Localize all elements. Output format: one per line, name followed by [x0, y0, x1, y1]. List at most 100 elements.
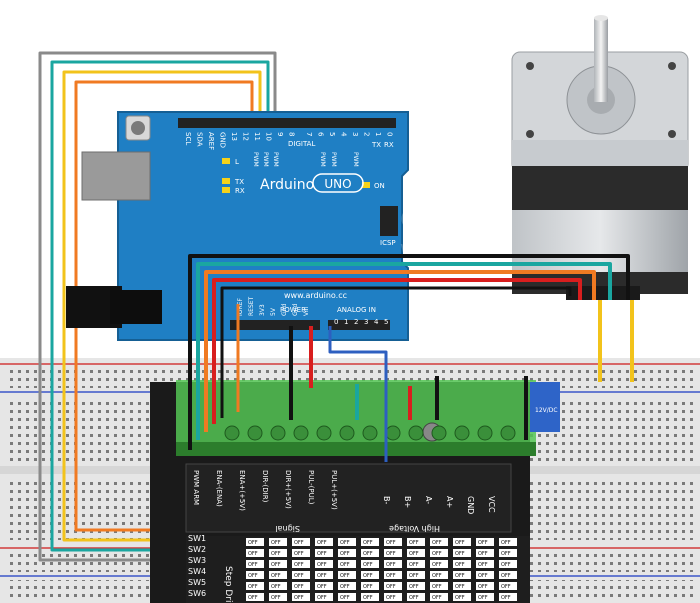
dip-state: OFF — [432, 562, 442, 568]
dip-state: OFF — [409, 595, 419, 601]
terminal-screw — [270, 425, 286, 441]
hv-terminal-label: B- — [382, 496, 391, 504]
dip-state: OFF — [317, 573, 327, 579]
dip-cell — [315, 582, 333, 590]
dip-cell — [246, 538, 264, 546]
dip-cell — [338, 549, 356, 557]
digital-pin-label: 2 — [363, 132, 371, 136]
motor-connector — [566, 286, 640, 300]
dip-state: OFF — [340, 540, 350, 546]
dip-cell — [338, 571, 356, 579]
dip-cell — [476, 560, 494, 568]
arduino-brand: Arduino — [260, 177, 314, 193]
led-l-label: L — [235, 158, 239, 166]
dip-state: OFF — [248, 595, 258, 601]
analog-pin-label: 3 — [364, 318, 368, 326]
dip-state: OFF — [455, 584, 465, 590]
hv-terminal-label: A+ — [445, 496, 454, 508]
switch-label: SW3 — [188, 556, 206, 565]
dip-cell — [292, 571, 310, 579]
dip-state: OFF — [294, 551, 304, 557]
dip-cell — [384, 549, 402, 557]
dip-state: OFF — [363, 595, 373, 601]
dip-cell — [315, 560, 333, 568]
terminal-screw — [408, 425, 424, 441]
hv-terminal-label: VCC — [487, 496, 496, 513]
dip-cell — [361, 549, 379, 557]
power-pin-label: 5V — [270, 307, 277, 316]
dip-state: OFF — [478, 584, 488, 590]
dip-cell — [499, 571, 517, 579]
signal-terminal-label: DIR-(DIR) — [261, 470, 269, 503]
dip-cell — [430, 560, 448, 568]
terminal-screw — [224, 425, 240, 441]
dip-state: OFF — [248, 584, 258, 590]
dip-cell — [430, 593, 448, 601]
dip-state: OFF — [501, 562, 511, 568]
dip-cell — [246, 571, 264, 579]
switch-label: SW6 — [188, 589, 206, 598]
icsp-label: ICSP — [380, 239, 396, 247]
digital-pin-label: SCL — [184, 132, 192, 145]
wires-signal-left — [38, 51, 277, 562]
dip-state: OFF — [432, 551, 442, 557]
dip-cell — [315, 538, 333, 546]
power-pin-label: Gnd — [292, 304, 299, 316]
digital-pin-label: 3 — [351, 132, 359, 136]
switch-label: SW5 — [188, 578, 206, 587]
analog-pin-label: 2 — [354, 318, 358, 326]
analog-pin-label: 1 — [344, 318, 348, 326]
terminal-screw — [247, 425, 263, 441]
dip-state: OFF — [271, 595, 281, 601]
dip-cell — [499, 538, 517, 546]
dip-state: OFF — [432, 573, 442, 579]
led-on — [362, 182, 370, 188]
dip-cell — [269, 582, 287, 590]
analog-pin-label: 4 — [374, 318, 379, 326]
dip-cell — [384, 571, 402, 579]
dip-state: OFF — [317, 551, 327, 557]
dip-state: OFF — [455, 573, 465, 579]
dip-state: OFF — [294, 573, 304, 579]
dip-cell — [269, 549, 287, 557]
analog-pin-label: 0 — [334, 318, 338, 326]
power-pin-label: Vin — [303, 306, 310, 316]
digital-pin-label: GND — [219, 132, 227, 148]
digital-pin-label: 1 — [374, 132, 382, 136]
led-l — [222, 158, 230, 164]
signal-label: Signal — [275, 524, 300, 533]
digital-pin-label: 9 — [276, 132, 284, 136]
wires-power — [188, 254, 634, 462]
dip-cell — [453, 549, 471, 557]
switch-label: SW1 — [188, 534, 206, 543]
dip-cell — [246, 560, 264, 568]
dip-cell — [361, 538, 379, 546]
pwm-label: PWM — [252, 152, 259, 167]
hv-terminal-label: B+ — [403, 496, 412, 508]
dip-state: OFF — [501, 595, 511, 601]
led-rx — [222, 187, 230, 193]
dip-state: OFF — [363, 562, 373, 568]
dip-cell — [499, 593, 517, 601]
dip-state: OFF — [478, 551, 488, 557]
dip-cell — [453, 560, 471, 568]
dip-state: OFF — [455, 595, 465, 601]
dip-cell — [453, 593, 471, 601]
dip-state: OFF — [386, 551, 396, 557]
digital-header — [178, 118, 396, 128]
dip-state: OFF — [317, 540, 327, 546]
dip-cell — [453, 582, 471, 590]
dip-cell — [338, 582, 356, 590]
dip-state: OFF — [340, 595, 350, 601]
dip-cell — [292, 582, 310, 590]
switch-label: SW4 — [188, 567, 206, 576]
arduino-website: www.arduino.cc — [284, 291, 347, 300]
dip-state: OFF — [248, 551, 258, 557]
rx-pin-label: RX — [384, 141, 394, 149]
digital-pin-label: 12 — [242, 132, 250, 141]
dip-cell — [430, 538, 448, 546]
dip-cell — [292, 560, 310, 568]
power-pin-label: Gnd — [281, 304, 288, 316]
dip-state: OFF — [432, 595, 442, 601]
